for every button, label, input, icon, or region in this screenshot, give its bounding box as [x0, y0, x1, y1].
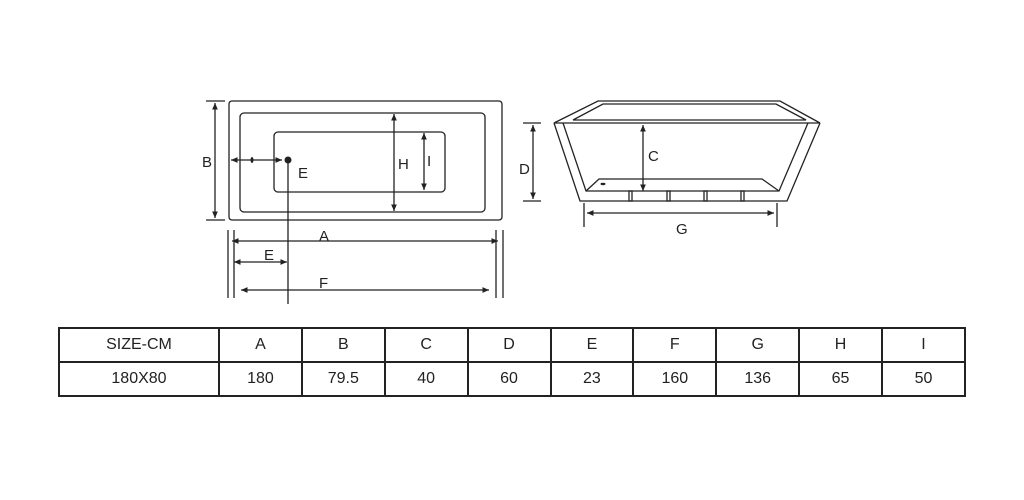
label-g: G	[676, 221, 688, 238]
header-e: E	[549, 327, 635, 363]
tub-bottom	[273, 131, 446, 193]
label-i: I	[427, 153, 431, 170]
tub-inner-edge	[239, 112, 486, 213]
header-i: I	[881, 327, 966, 363]
label-d: D	[519, 161, 530, 178]
cell-g: 136	[715, 361, 801, 397]
header-f: F	[632, 327, 718, 363]
dimensions-table: SIZE-CM A B C D E F G H I 180X80 180 79.…	[58, 327, 966, 397]
label-e: E	[264, 247, 274, 264]
side-view: C D G	[519, 100, 821, 238]
cell-e: 23	[549, 361, 635, 397]
label-f: F	[319, 275, 328, 292]
header-size: SIZE-CM	[58, 327, 220, 363]
header-h: H	[798, 327, 883, 363]
tub-feet	[628, 190, 745, 202]
cell-i: 50	[881, 361, 966, 397]
header-g: G	[715, 327, 801, 363]
tub-outer-rim	[228, 100, 503, 221]
cell-b: 79.5	[300, 361, 386, 397]
tub-body-outer	[553, 122, 821, 202]
label-e-point: E	[298, 165, 308, 182]
table-header-row: SIZE-CM A B C D E F G H I	[58, 327, 966, 363]
label-c: C	[648, 148, 659, 165]
label-h: H	[398, 156, 409, 173]
label-a: A	[319, 228, 329, 245]
cell-h: 65	[798, 361, 883, 397]
top-view: B E H I A E F	[202, 100, 504, 304]
label-b: B	[202, 154, 212, 171]
header-b: B	[300, 327, 386, 363]
table-row: 180X80 180 79.5 40 60 23 160 136 65 50	[58, 361, 966, 397]
header-a: A	[218, 327, 303, 363]
header-d: D	[466, 327, 552, 363]
cell-a: 180	[218, 361, 303, 397]
cell-d: 60	[466, 361, 552, 397]
cell-f: 160	[632, 361, 718, 397]
header-c: C	[383, 327, 469, 363]
cell-size: 180X80	[58, 361, 220, 397]
cell-c: 40	[383, 361, 469, 397]
